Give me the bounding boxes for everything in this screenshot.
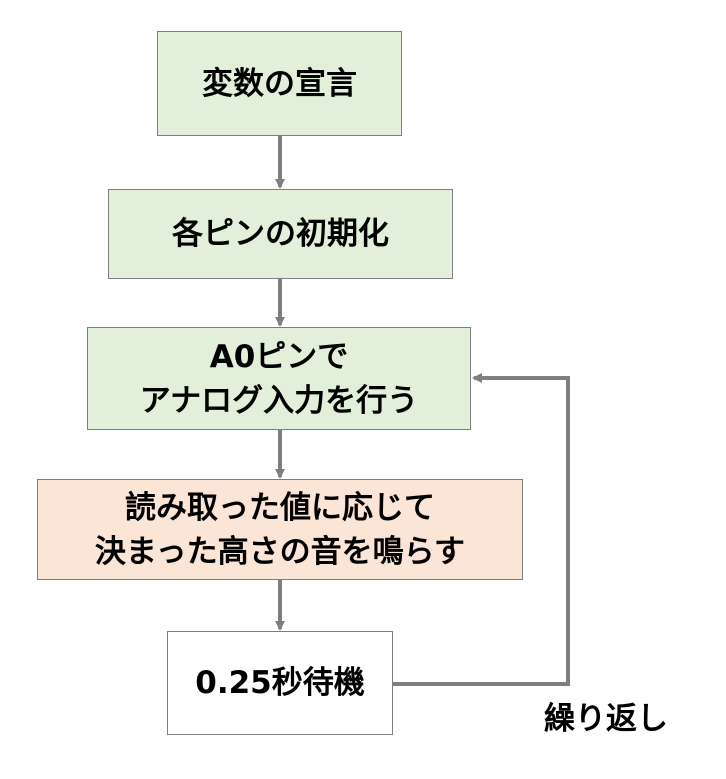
step-play-tone: 読み取った値に応じて 決まった高さの音を鳴らす	[37, 479, 523, 580]
step-init-label: 各ピンの初期化	[172, 216, 389, 252]
step-initialize-pins: 各ピンの初期化	[108, 189, 453, 279]
step-declare-label: 変数の宣言	[202, 65, 357, 102]
step-declare-variables: 変数の宣言	[157, 31, 402, 136]
step-play-label-line2: 決まった高さの音を鳴らす	[94, 533, 466, 570]
loop-back-arrow	[393, 373, 570, 686]
step-wait-label: 0.25秒待機	[195, 665, 365, 701]
step-analog-input: A0ピンで アナログ入力を行う	[87, 327, 471, 430]
step-wait: 0.25秒待機	[167, 631, 393, 735]
step-analog-label-line2: アナログ入力を行う	[139, 382, 419, 419]
step-analog-label-line1: A0ピンで	[209, 338, 349, 375]
step-play-label-line1: 読み取った値に応じて	[125, 489, 435, 526]
loop-label: 繰り返し	[544, 701, 668, 737]
